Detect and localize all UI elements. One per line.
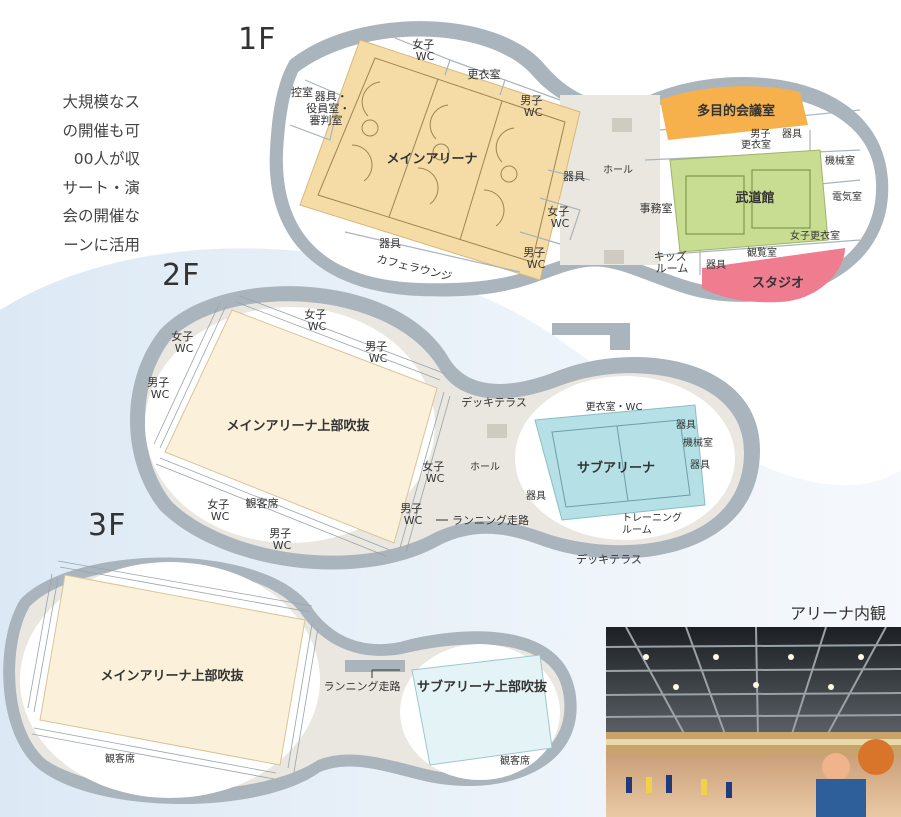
floor-3f-sub-void: [411, 654, 553, 766]
room-label: 電気室: [832, 190, 862, 203]
room-label: 男子 WC: [400, 502, 426, 527]
room-label: 器具・ 役員室・ 審判室: [306, 90, 354, 127]
floor-1f-labels: 女子 WC 更衣室 男子 WC 控室 器具・ 役員室・ 審判室 メインアリーナ …: [291, 37, 862, 291]
floor-1f-column: [612, 118, 632, 132]
floor-2f-column: [487, 424, 507, 438]
floor-1f-studio: [702, 248, 845, 303]
room-label: サブアリーナ上部吹抜: [417, 679, 548, 695]
room-label: 器具: [676, 419, 696, 431]
room-label: 器具: [563, 170, 585, 183]
room-label: トレーニング ルーム: [622, 511, 685, 536]
room-label: 機械室: [825, 154, 855, 167]
room-label: 男子 WC: [269, 527, 295, 552]
floor-2f-bridge: [552, 323, 630, 350]
arena-photo-illustration: [606, 627, 901, 817]
room-label: 女子 WC: [422, 459, 448, 485]
room-label: キッズ ルーム: [654, 249, 691, 275]
floor-label-2f: 2F: [162, 258, 201, 293]
floor-3f-labels: メインアリーナ上部吹抜 観客席 ランニング走路 サブアリーナ上部吹抜 観客席: [100, 668, 548, 767]
floor-label-1f: 1F: [238, 22, 277, 57]
room-label: 観覧室: [747, 246, 777, 259]
photo-caption: アリーナ内観: [790, 604, 887, 623]
room-label: 多目的会議室: [697, 103, 775, 119]
floor-1f-hall-area: [560, 95, 660, 265]
room-label: 女子 WC: [207, 497, 233, 523]
room-label: 事務室: [640, 201, 673, 215]
room-label: 女子 WC: [547, 204, 573, 230]
intro-line: 00人が収: [73, 150, 140, 168]
floor-2f-sub-court: [551, 419, 691, 508]
room-label: 女子 WC: [171, 329, 197, 355]
floor-2f-labels: 女子 WC 女子 WC 男子 WC 男子 WC メインアリーナ上部吹抜 女子 W…: [147, 307, 713, 566]
room-label: 機械室: [683, 436, 713, 449]
intro-line: サート・演: [62, 178, 140, 197]
room-label: デッキテラス: [461, 395, 527, 409]
arena-photo: [606, 627, 901, 817]
room-label: 更衣室・WC: [586, 400, 643, 413]
room-label: スタジオ: [752, 276, 804, 291]
floor-3f-main-void: [39, 574, 306, 766]
room-label: 器具: [690, 459, 710, 471]
room-label: 男子 WC: [520, 94, 546, 119]
intro-line: の開催も可: [62, 121, 140, 140]
intro-text: 大規模なス の開催も可 00人が収 サート・演 会の開催な ーンに活用: [0, 88, 140, 259]
room-label: ホール: [603, 164, 633, 176]
room-label: 男子 WC: [523, 246, 549, 271]
intro-line: ーンに活用: [63, 235, 140, 254]
room-label: ランニング走路: [452, 513, 529, 527]
floor-3f-bridge: [345, 660, 405, 672]
floor-3f-seating-lines: [27, 560, 319, 780]
floor-1f-courts: [317, 57, 566, 263]
room-label: メインアリーナ上部吹抜: [100, 668, 244, 684]
floor-2f-main-void: [164, 309, 438, 544]
floor-1f-column: [604, 250, 624, 264]
room-label: ランニング走路: [324, 679, 401, 693]
room-label: 控室: [291, 85, 313, 99]
room-label: 男子 WC: [365, 340, 391, 365]
room-label: 観客席: [500, 754, 530, 767]
room-label: ホール: [470, 461, 500, 473]
room-label: 観客席: [246, 496, 279, 510]
floor-2f-seating-lines: [153, 295, 451, 557]
room-label: デッキテラス: [576, 552, 642, 566]
floor-1f-multipurpose-room: [660, 86, 808, 140]
room-label: 観客席: [105, 752, 135, 765]
intro-line: 大規模なス: [62, 93, 140, 111]
room-label: 女子更衣室: [790, 229, 840, 242]
room-label: 男子 WC: [147, 376, 173, 401]
floor-2f-sub-arena: [534, 404, 706, 521]
room-label: 更衣室: [468, 67, 501, 81]
room-label: 男子 更衣室: [741, 128, 774, 151]
floor-label-3f: 3F: [88, 508, 127, 543]
room-label: 器具: [782, 128, 802, 140]
room-label: サブアリーナ: [577, 460, 655, 476]
floor-1f-plan: [269, 21, 889, 303]
room-label: 器具: [379, 237, 401, 250]
room-label: 女子 WC: [412, 37, 438, 63]
floor-1f-budokan-mats: [685, 169, 811, 235]
room-label: メインアリーナ: [386, 152, 477, 167]
room-label: メインアリーナ上部吹抜: [226, 418, 370, 434]
floor-3f-plan: [3, 557, 577, 805]
intro-line: 会の開催な: [62, 207, 140, 225]
room-label: 女子 WC: [304, 307, 330, 333]
floor-2f-plan: [130, 286, 760, 570]
room-label: 武道館: [735, 190, 774, 206]
room-label: 器具: [526, 490, 546, 502]
room-label: 器具: [706, 259, 726, 271]
